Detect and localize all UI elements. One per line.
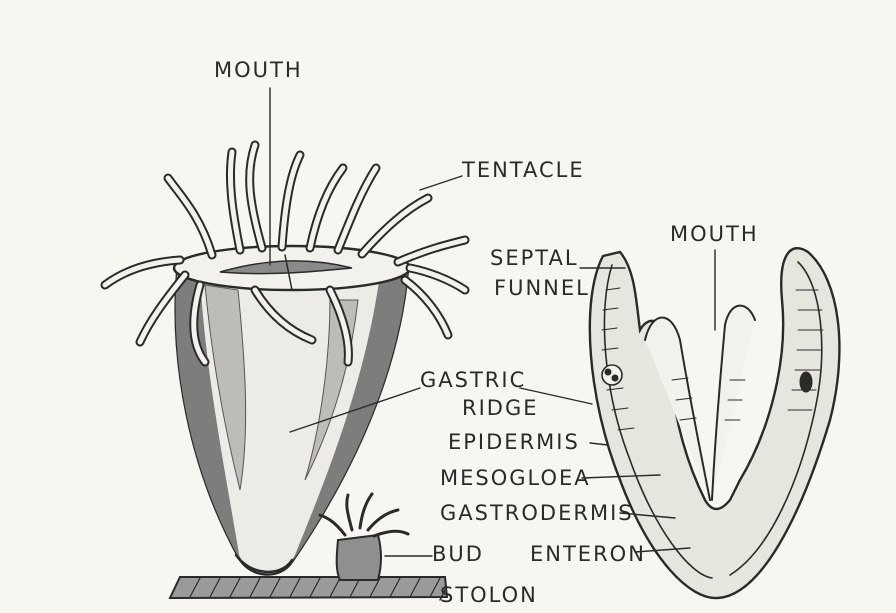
label-tentacle: TENTACLE [462,160,585,181]
label-mouth-right: MOUTH [670,224,759,245]
label-mesogloea: MESOGLOEA [440,468,591,489]
label-bud: BUD [432,544,484,565]
label-epidermis: EPIDERMIS [448,432,580,453]
label-gastrodermis: GASTRODERMIS [440,503,634,524]
label-mouth-left: MOUTH [214,60,303,81]
label-stolon: STOLON [440,585,538,606]
stolon-base [170,577,447,598]
label-gastric: GASTRIC [420,370,526,391]
label-septal: SEPTAL [490,248,579,269]
label-enteron: ENTERON [530,544,646,565]
label-ridge: RIDGE [462,398,539,419]
label-funnel: FUNNEL [494,278,590,299]
